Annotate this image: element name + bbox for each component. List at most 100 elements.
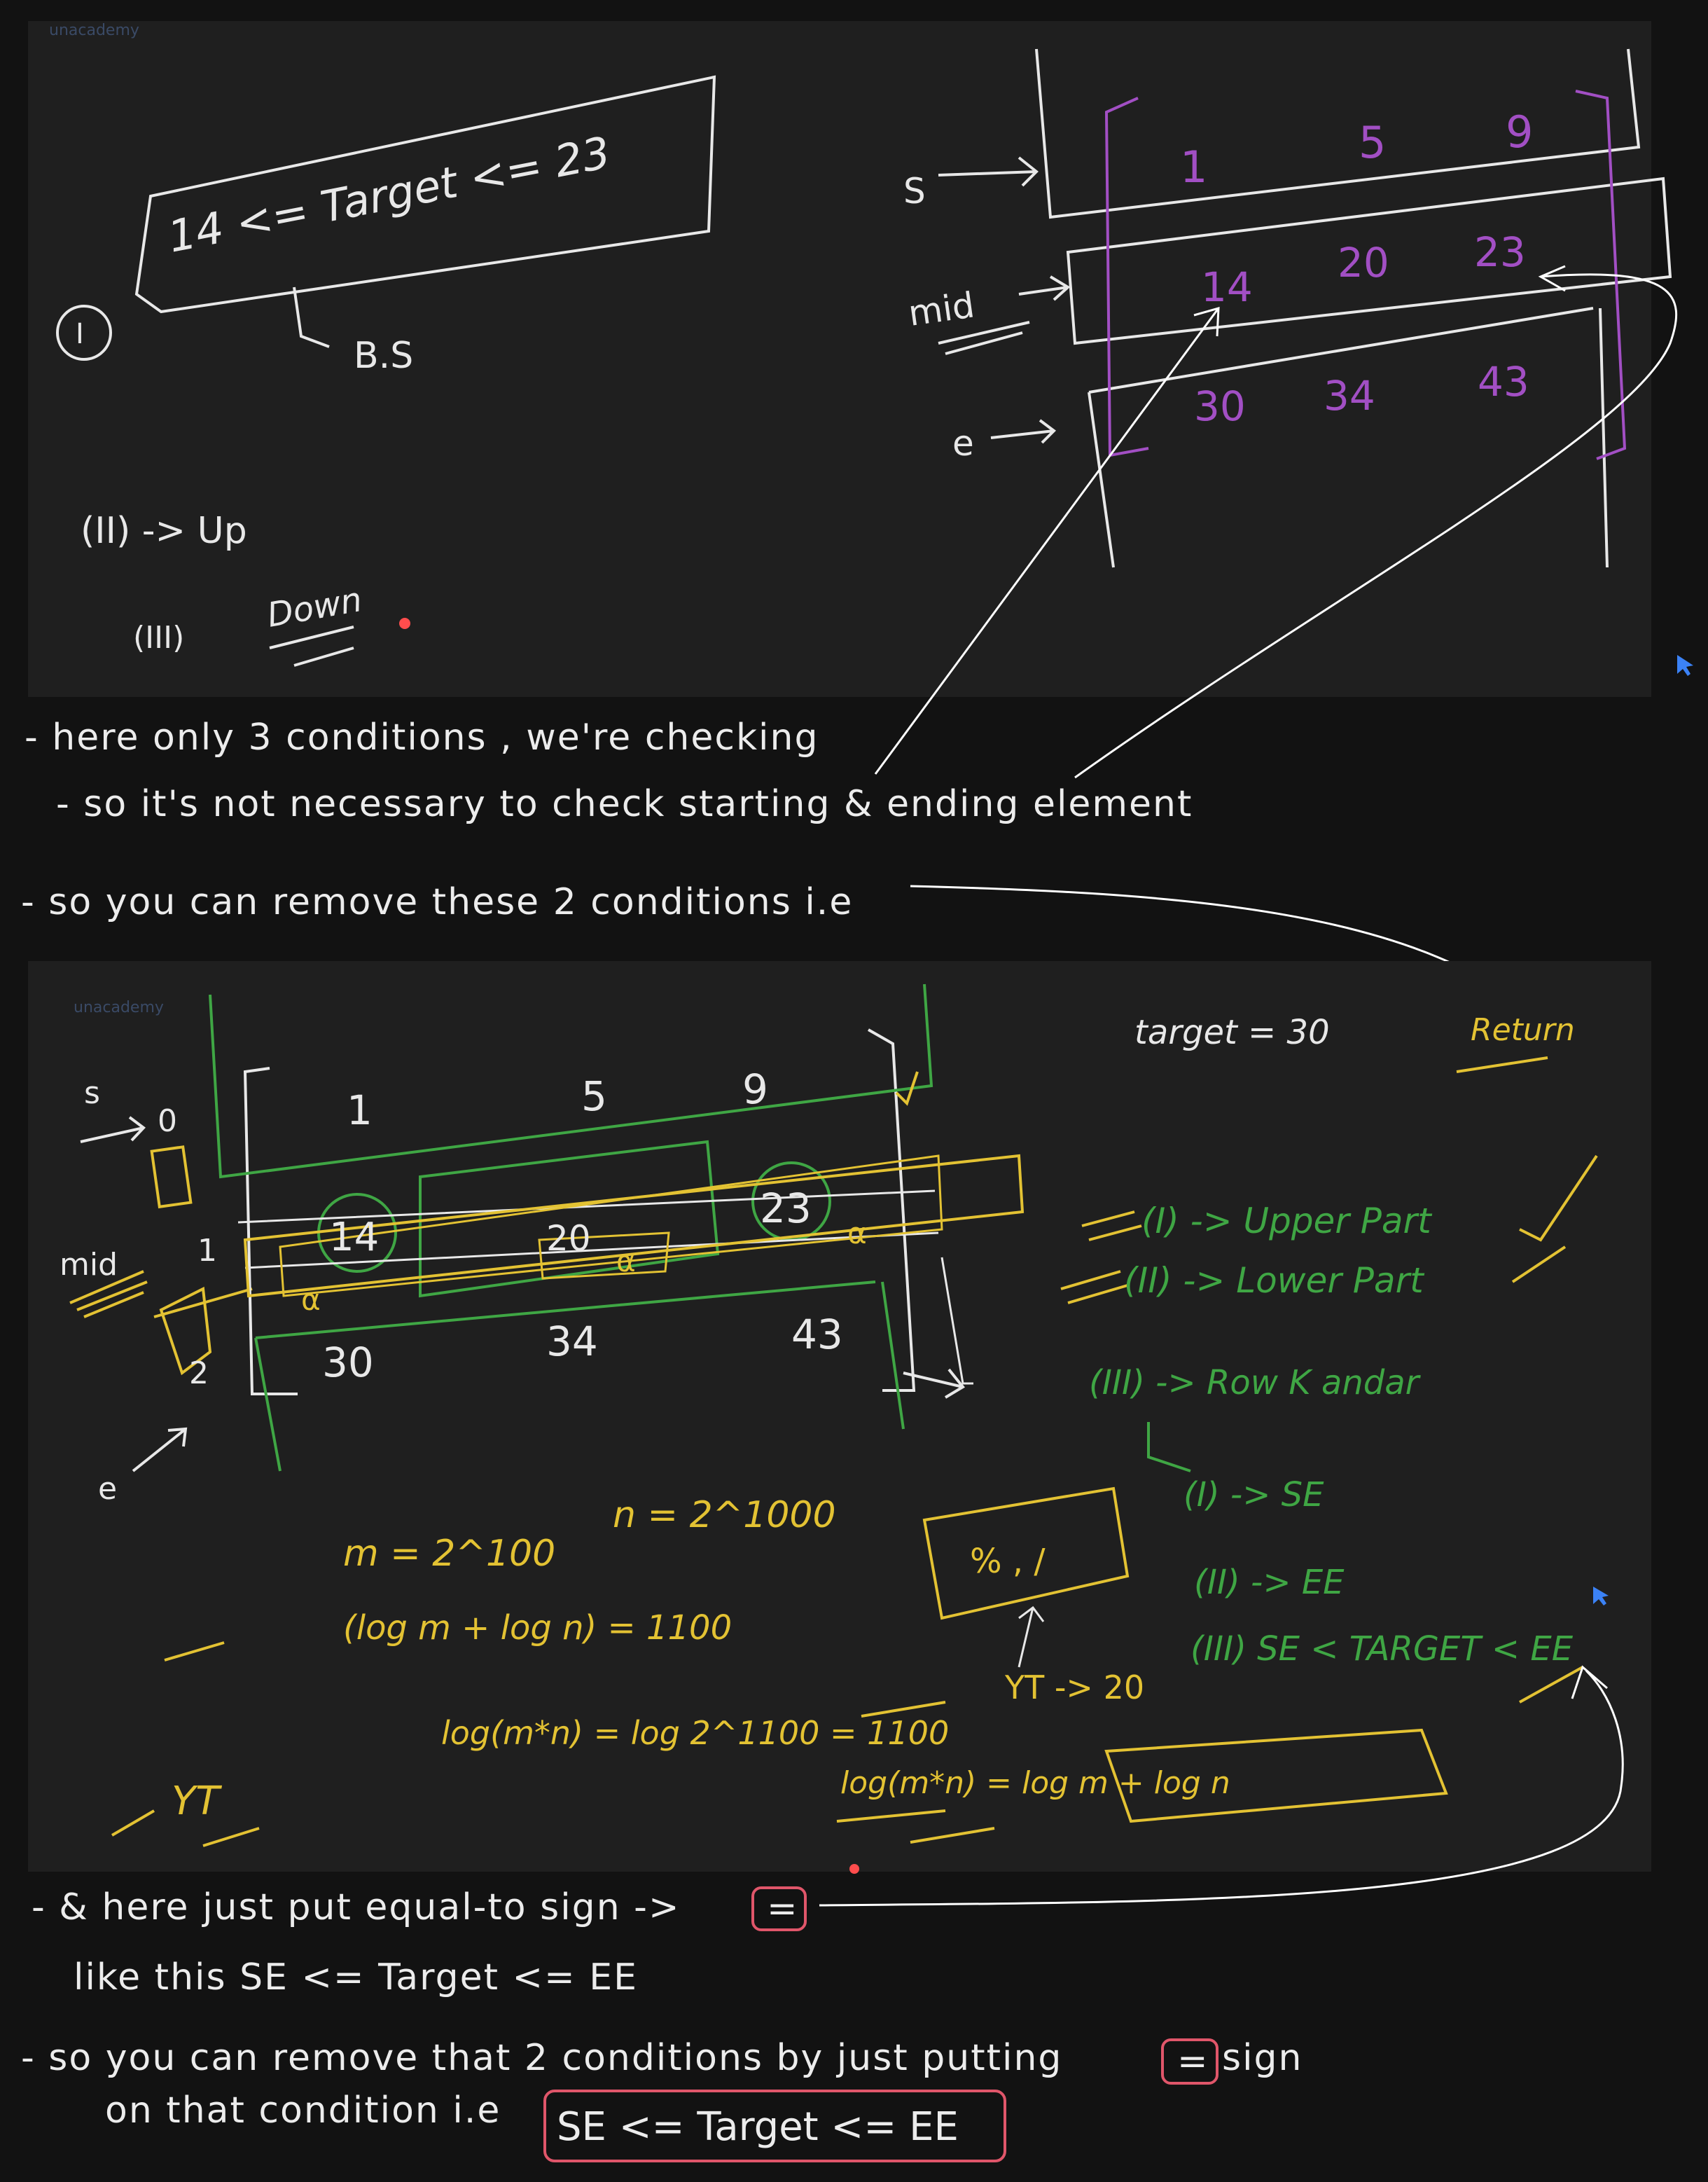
arrow-to-14: [874, 306, 1220, 775]
note-line-5: like this SE <= Target <= EE: [74, 1956, 638, 1998]
case-1-tick: [1081, 1210, 1142, 1241]
green-mid-box: [419, 1140, 720, 1298]
equal-sign-2: =: [1177, 2041, 1208, 2083]
alpha-mark-23: α: [847, 1216, 867, 1250]
bottom-s-arrow: [80, 1116, 146, 1143]
math-log-product: log(m*n) = log 2^1100 = 1100: [441, 1714, 949, 1752]
note-line-6-prefix: - so you can remove that 2 conditions by…: [21, 2037, 1062, 2079]
top-cell-2-2: 43: [1478, 358, 1529, 406]
mouse-cursor-icon: [1677, 655, 1693, 676]
note-line-7-prefix: on that condition i.e: [105, 2090, 501, 2132]
math-log-identity: log(m*n) = log m + log n: [840, 1765, 1230, 1801]
bottom-cell-1-2: 23: [760, 1185, 812, 1232]
case-2-check: [1511, 1245, 1567, 1283]
bottom-cell-0-0: 1: [347, 1086, 373, 1134]
log-underline: [836, 1809, 995, 1844]
alpha-mark-20: α: [616, 1244, 636, 1278]
top-cell-0-1: 5: [1359, 117, 1386, 168]
math-n: n = 2^1000: [613, 1494, 836, 1536]
mod-box: [922, 1486, 1130, 1620]
top-whiteboard-panel: [28, 21, 1651, 697]
top-cell-0-2: 9: [1506, 106, 1533, 158]
final-condition: SE <= Target <= EE: [557, 2104, 959, 2150]
bottom-unacademy-logo: unacademy: [74, 999, 164, 1016]
top-cell-1-0: 14: [1201, 263, 1253, 311]
e-arrow: [990, 419, 1057, 444]
bottom-cell-1-0: 14: [329, 1215, 379, 1260]
row-1-box: [1035, 48, 1641, 219]
target-label: target = 30: [1134, 1013, 1330, 1052]
bottom-cell-0-1: 5: [581, 1072, 607, 1120]
row-index-0: 0: [158, 1103, 177, 1139]
case-6-underline: [1519, 1666, 1583, 1704]
bottom-matrix-left-bracket: [243, 1067, 298, 1395]
roman-one-label: I: [76, 318, 84, 350]
equal-sign-highlight: [751, 1886, 807, 1931]
mid-underline: [938, 321, 1030, 355]
case-1-check: [1519, 1154, 1598, 1242]
case-se: (I) -> SE: [1183, 1475, 1324, 1514]
bottom-cell-1-1: 20: [546, 1218, 591, 1259]
equal-sign-highlight-2: [1161, 2038, 1218, 2085]
condition-box: [134, 75, 716, 314]
bs-label: B.S: [354, 335, 413, 377]
note-line-1: - here only 3 conditions , we're checkin…: [25, 717, 819, 759]
bs-pointer: [293, 286, 330, 348]
bottom-e-arrow: [132, 1427, 188, 1472]
math-yt: YT: [172, 1779, 222, 1824]
white-mid-row-band: [237, 1189, 973, 1385]
yellow-mid-inner-box: [279, 1154, 943, 1297]
mod-arrow: [1018, 1606, 1045, 1668]
down-underline: [269, 626, 354, 667]
math-yt-20: YT -> 20: [1004, 1669, 1144, 1706]
bottom-cell-0-2: 9: [742, 1065, 768, 1113]
case-ee: (II) -> EE: [1194, 1563, 1345, 1602]
row-1-marker: [153, 1286, 253, 1376]
bottom-whiteboard-panel: [28, 961, 1651, 1872]
case-se-target-ee: (III) SE < TARGET < EE: [1190, 1629, 1574, 1669]
top-label-s: S: [903, 171, 926, 212]
log-identity-box: [1104, 1728, 1448, 1823]
roman-three-label: (III): [133, 620, 184, 656]
bottom-mid-scribble: [69, 1270, 148, 1318]
bottom-label-s: s: [84, 1075, 100, 1111]
row-2-box: [1066, 177, 1672, 345]
return-underline: [1456, 1056, 1548, 1073]
bottom-cell-2-2: 43: [791, 1311, 843, 1358]
top-unacademy-logo: unacademy: [49, 22, 139, 39]
mid-arrow: [1018, 275, 1071, 301]
math-arrow-left: [164, 1641, 225, 1662]
equal-sign-1: =: [767, 1888, 798, 1930]
row-index-1: 1: [197, 1233, 217, 1269]
check-mark-row0: [895, 1071, 919, 1106]
arrow-row2-right: [903, 1368, 965, 1399]
top-cell-2-0: 30: [1194, 382, 1246, 430]
case-row-andar: (III) -> Row K andar: [1089, 1363, 1422, 1402]
top-cell-1-2: 23: [1474, 228, 1526, 276]
matrix-left-bracket: [1104, 97, 1149, 457]
top-cell-0-0: 1: [1180, 141, 1207, 193]
top-cell-1-1: 20: [1338, 239, 1389, 286]
note-line-4: - & here just put equal-to sign ->: [32, 1886, 681, 1928]
math-log-sum: (log m + log n) = 1100: [343, 1608, 732, 1648]
row-3-box: [1088, 307, 1609, 568]
cursor-icon-bottom: [1593, 1587, 1609, 1606]
laser-pointer-dot: [399, 618, 410, 629]
roman-two-up: (II) -> Up: [81, 510, 247, 552]
green-row-2-box: [254, 1280, 905, 1472]
case-2-tick: [1060, 1270, 1128, 1304]
top-label-mid: mid: [906, 284, 977, 334]
yellow-inner-20-box: [538, 1231, 670, 1280]
top-cell-2-1: 34: [1324, 372, 1375, 420]
matrix-right-bracket: [1575, 90, 1627, 460]
yt-arrow: [111, 1809, 260, 1847]
case-lower-part: (II) -> Lower Part: [1124, 1260, 1425, 1301]
math-mod: % , /: [970, 1542, 1046, 1581]
laser-pointer-dot-bottom: [849, 1864, 859, 1874]
return-label: Return: [1471, 1012, 1575, 1048]
bottom-cell-2-1: 34: [546, 1318, 598, 1365]
alpha-mark-14: α: [301, 1283, 321, 1317]
roman-one-circle: [56, 305, 112, 361]
math-underline-1100: [861, 1701, 946, 1718]
bottom-cell-2-0: 30: [322, 1339, 374, 1386]
